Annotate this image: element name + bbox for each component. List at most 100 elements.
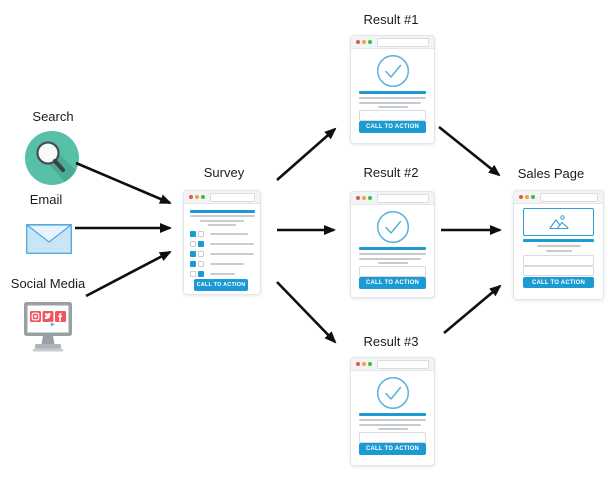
text-line <box>359 253 426 255</box>
checkmark-circle-icon <box>376 54 410 93</box>
arrow-result-1-to-sales <box>438 125 501 177</box>
email-input[interactable] <box>359 266 426 277</box>
address-bar[interactable] <box>377 193 429 203</box>
heading-line <box>359 413 426 416</box>
survey-checklist-row <box>190 269 257 279</box>
arrow-result-3-to-sales <box>443 284 502 334</box>
text-line <box>210 243 254 245</box>
address-bar[interactable] <box>210 192 255 202</box>
text-line <box>536 245 581 247</box>
survey-window: CALL TO ACTION <box>183 190 261 295</box>
checkbox-unchecked[interactable] <box>198 261 204 267</box>
envelope-icon <box>26 224 72 259</box>
window-close-dot <box>519 195 523 199</box>
window-close-dot <box>356 40 360 44</box>
email-input[interactable] <box>359 432 426 443</box>
window-maximize-dot <box>368 362 372 366</box>
result-1-label: Result #1 <box>363 12 419 27</box>
monitor-social-icon <box>24 302 73 361</box>
window-minimize-dot <box>362 196 366 200</box>
sales-page-label: Sales Page <box>517 166 585 181</box>
result-3-window: CALL TO ACTION <box>350 357 435 466</box>
checkbox-unchecked[interactable] <box>198 231 204 237</box>
arrow-survey-to-result-3 <box>276 281 337 344</box>
survey-label: Survey <box>203 165 245 180</box>
result-2-label: Result #2 <box>363 165 419 180</box>
checkbox-checked[interactable] <box>190 251 196 257</box>
window-close-dot <box>189 195 193 199</box>
address-bar[interactable] <box>377 37 429 47</box>
search-icon <box>25 131 79 190</box>
name-input[interactable] <box>523 255 594 266</box>
text-line <box>208 223 236 226</box>
checkbox-checked[interactable] <box>198 241 204 247</box>
address-bar[interactable] <box>540 192 598 202</box>
text-line <box>200 219 244 222</box>
survey-titlebar <box>184 191 260 204</box>
result-1-cta-button[interactable]: CALL TO ACTION <box>359 121 426 133</box>
text-line <box>359 101 421 104</box>
email-input[interactable] <box>523 266 594 276</box>
window-maximize-dot <box>531 195 535 199</box>
text-line <box>190 215 255 217</box>
result-1-titlebar <box>351 36 434 49</box>
text-line <box>210 253 254 255</box>
survey-cta-button[interactable]: CALL TO ACTION <box>194 279 248 291</box>
text-line <box>210 273 235 275</box>
survey-checklist <box>190 229 257 279</box>
text-line <box>210 233 248 235</box>
result-3-label: Result #3 <box>363 334 419 349</box>
checkbox-checked[interactable] <box>190 261 196 267</box>
checkbox-unchecked[interactable] <box>198 251 204 257</box>
result-2-titlebar <box>351 192 434 205</box>
result-3-titlebar <box>351 358 434 371</box>
heading-line <box>359 247 426 250</box>
facebook-icon <box>55 311 66 322</box>
sales-cta-button[interactable]: CALL TO ACTION <box>523 277 594 288</box>
arrow-social-to-survey <box>85 250 172 298</box>
text-line <box>377 105 408 108</box>
sales-page-titlebar <box>514 191 603 204</box>
text-line <box>359 419 426 421</box>
hero-image-placeholder <box>523 208 594 236</box>
checkbox-unchecked[interactable] <box>190 241 196 247</box>
heading-line <box>190 210 255 213</box>
window-minimize-dot <box>525 195 529 199</box>
window-maximize-dot <box>368 196 372 200</box>
image-placeholder-icon <box>549 215 568 229</box>
text-line <box>359 97 426 99</box>
window-maximize-dot <box>201 195 205 199</box>
window-maximize-dot <box>368 40 372 44</box>
text-line <box>359 257 421 260</box>
survey-checklist-row <box>190 239 257 249</box>
text-line <box>377 261 408 264</box>
email-label: Email <box>29 192 63 207</box>
result-2-cta-button[interactable]: CALL TO ACTION <box>359 277 426 289</box>
search-label: Search <box>32 109 74 124</box>
social-media-label: Social Media <box>10 276 86 291</box>
checkbox-unchecked[interactable] <box>190 271 196 277</box>
heading-line <box>359 91 426 94</box>
text-line <box>545 250 572 252</box>
email-input[interactable] <box>359 110 426 121</box>
window-close-dot <box>356 362 360 366</box>
address-bar[interactable] <box>377 359 429 369</box>
result-3-cta-button[interactable]: CALL TO ACTION <box>359 443 426 455</box>
text-line <box>359 423 421 426</box>
text-line <box>377 427 408 430</box>
survey-checklist-row <box>190 229 257 239</box>
window-minimize-dot <box>362 40 366 44</box>
window-minimize-dot <box>195 195 199 199</box>
survey-checklist-row <box>190 249 257 259</box>
arrow-survey-to-result-1 <box>276 127 337 181</box>
checkbox-checked[interactable] <box>190 231 196 237</box>
arrow-search-to-survey <box>75 161 172 205</box>
checkbox-checked[interactable] <box>198 271 204 277</box>
checkmark-circle-icon <box>376 210 410 249</box>
heading-line <box>523 239 594 242</box>
twitter-icon <box>42 311 54 322</box>
cursor-icon <box>49 321 57 329</box>
instagram-icon <box>30 311 41 322</box>
window-minimize-dot <box>362 362 366 366</box>
result-2-window: CALL TO ACTION <box>350 191 435 298</box>
